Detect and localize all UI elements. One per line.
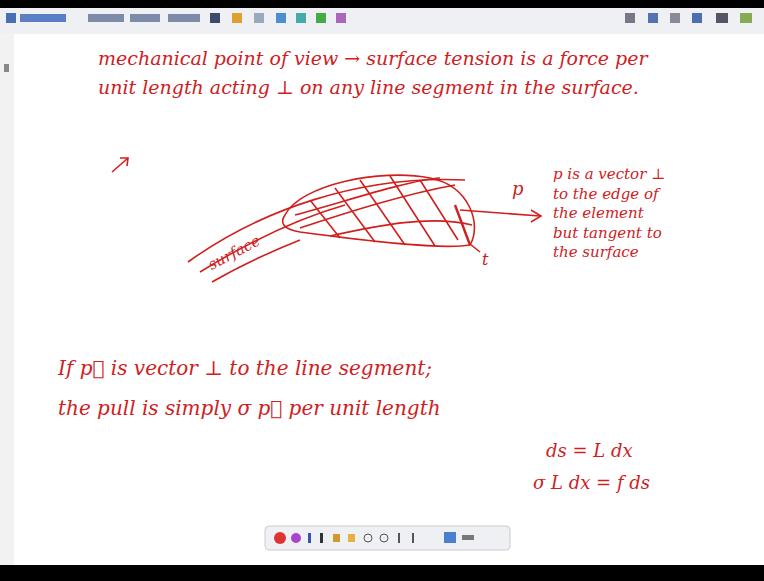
equation-text: σ L dx = f ds	[533, 472, 650, 494]
writing-page	[14, 34, 764, 565]
toolbar-icons	[6, 13, 752, 23]
note-text: mechanical point of view → surface tensi…	[98, 44, 658, 103]
top-toolbar	[0, 8, 764, 34]
note-arrow	[112, 158, 128, 172]
side-icon	[4, 64, 9, 72]
drawing-toolbar	[265, 526, 510, 550]
screen-frame-bottom	[0, 565, 764, 581]
vector-label: p	[512, 178, 524, 200]
equation-text: ds = L dx	[546, 440, 633, 462]
equation-text: If p⃗ is vector ⊥ to the line segment;	[58, 356, 432, 380]
equation-text: the pull is simply σ p⃗ per unit length	[58, 396, 441, 420]
surface-sketch	[188, 175, 541, 282]
vector-label: t	[482, 250, 488, 269]
side-strip	[0, 34, 14, 565]
drawing-toolbar-icons	[274, 532, 474, 544]
note-text: p is a vector ⊥ to the edge of the eleme…	[553, 165, 671, 263]
